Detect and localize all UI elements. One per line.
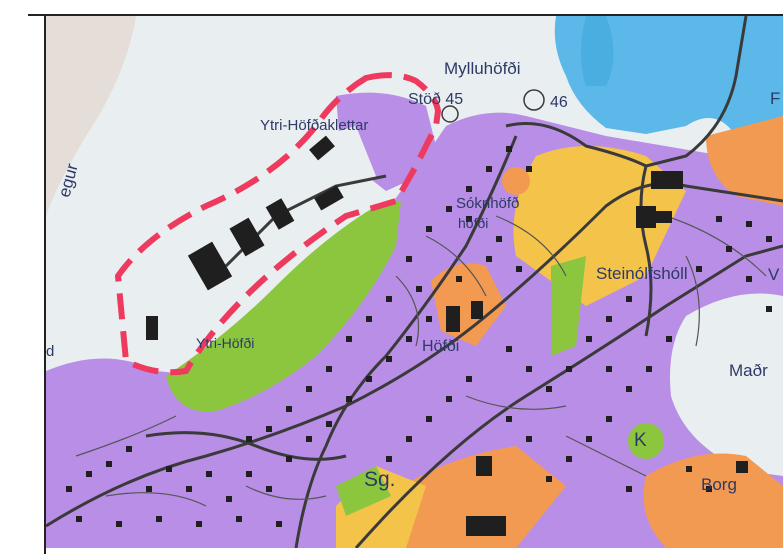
commercial-zone-borg <box>643 453 783 548</box>
label-v: V <box>768 265 780 284</box>
station-marker-46 <box>523 89 545 111</box>
label-mao: Maðr <box>729 361 768 380</box>
green-zone-strip <box>551 256 586 356</box>
green-zone-sg <box>336 466 391 516</box>
hillshade-area <box>46 16 136 216</box>
label-f: F <box>770 89 780 108</box>
harbour-basin <box>581 16 614 86</box>
frame-top-line <box>28 14 783 16</box>
station-marker-45 <box>441 105 459 123</box>
label-ytri-klettar: Ytri-Höfðaklettar <box>260 117 368 134</box>
label-d: d <box>46 343 54 360</box>
label-k: K <box>634 430 647 451</box>
label-sg: Sg. <box>364 468 396 491</box>
minor-roads <box>75 215 767 507</box>
plan-boundary[interactable] <box>115 72 441 376</box>
label-stod46: 46 <box>550 94 568 111</box>
map-area[interactable]: Mylluhöfði Stöð 45 46 Ytri-Höfðaklettar … <box>46 16 783 548</box>
green-zone-k <box>628 423 664 459</box>
label-hofdi-small: höfði <box>458 215 488 231</box>
commercial-zone-small <box>502 167 530 195</box>
label-stod45: Stöð 45 <box>408 91 463 108</box>
label-sokn: Sóknhöfð <box>456 195 519 212</box>
lake-area <box>670 293 783 476</box>
label-hofdi: Höfði <box>422 338 459 355</box>
green-zone-ytri <box>166 201 401 412</box>
small-buildings <box>66 146 772 527</box>
label-ytri-hofdi: Ytri-Höfði <box>196 335 254 351</box>
commercial-zone-south <box>376 446 566 548</box>
frame-left-line <box>44 14 46 554</box>
buildings <box>146 135 748 536</box>
map-canvas[interactable]: Mylluhöfði Stöð 45 46 Ytri-Höfðaklettar … <box>46 16 783 548</box>
commercial-zone-ne <box>706 116 783 206</box>
label-borg: Borg <box>701 475 737 494</box>
label-myllu: Mylluhöfði <box>444 59 521 78</box>
label-steinolfs: Steinólfshóll <box>596 264 688 283</box>
